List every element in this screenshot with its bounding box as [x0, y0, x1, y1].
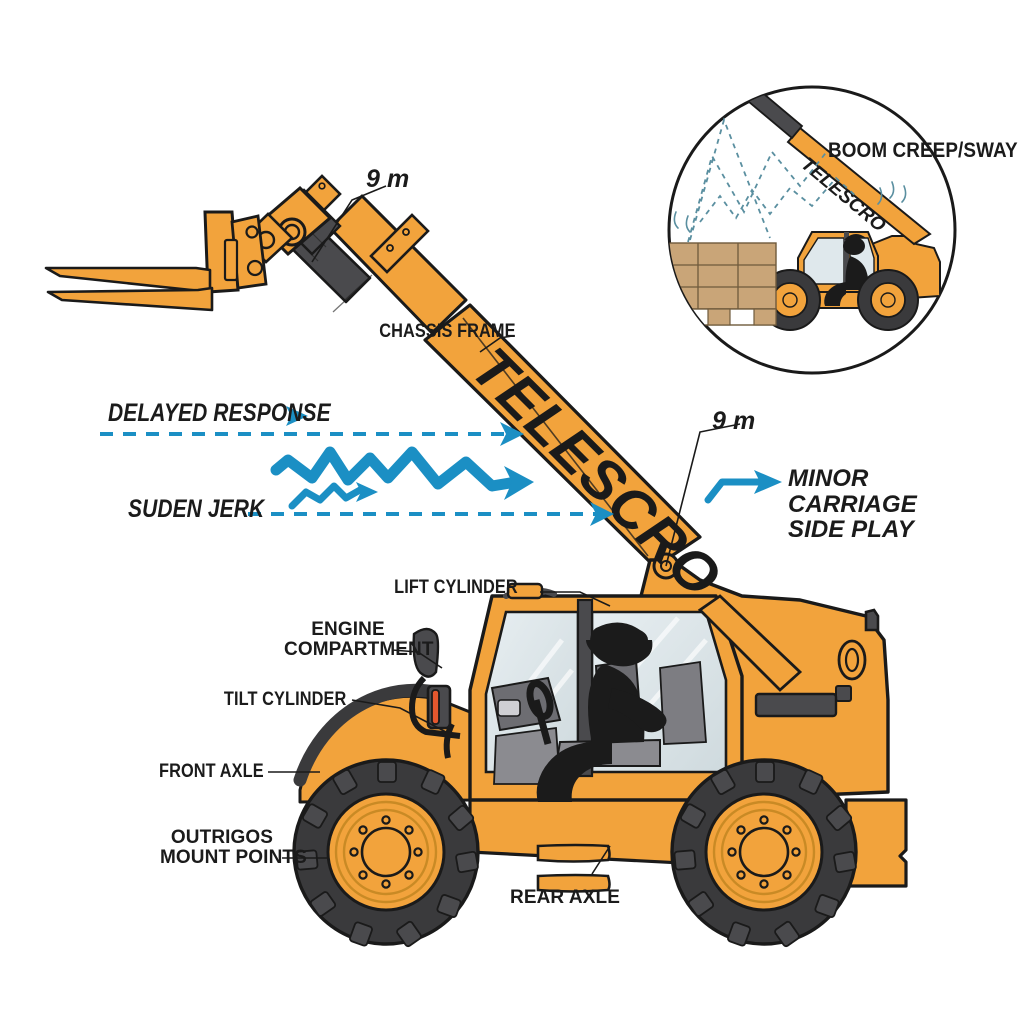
leader-rear-axle [591, 845, 611, 875]
leader-lines [268, 185, 741, 875]
outrigger-mount-lower [536, 873, 611, 893]
callout-engine-compartment: ENGINE COMPARTMENT [284, 619, 433, 661]
rear-grille [754, 692, 838, 718]
exhaust-stack [864, 608, 880, 632]
inset-sway-lines [687, 117, 859, 243]
leader-engine-compartment [391, 649, 443, 669]
tilt-cylinder-hose [443, 722, 455, 759]
boom-text-telescro: TELESCRO [459, 335, 734, 610]
side-play-line3: SIDE PLAY [788, 516, 914, 544]
operator-cab [408, 582, 744, 802]
leader-dim-right [665, 423, 741, 567]
annotation-delayed-response: DELAYED RESPONSE [108, 399, 331, 427]
boom-creep-inset-graphic: TELESCRO [667, 85, 957, 375]
side-mirror [408, 627, 461, 739]
motion-annotation-graphics [100, 406, 782, 526]
jerk-waveform-large [270, 446, 522, 492]
jerk-waveform-arrowhead [504, 466, 534, 500]
annotation-minor-carriage-side-play: MINOR CARRIAGE SIDE PLAY [788, 466, 917, 543]
callout-front-axle: FRONT AXLE [159, 761, 264, 782]
callout-outrigger-mount-points: OUTRIGOS MOUNT POINTS [160, 827, 307, 869]
leader-dim-top [311, 185, 387, 263]
counterweight [844, 798, 908, 888]
leader-tilt-cylinder [351, 699, 447, 733]
boom-collars [369, 213, 430, 274]
leader-lift-cylinder [540, 591, 611, 607]
callout-outrigger-line2: MOUNT POINTS [160, 847, 307, 869]
inset-motion-ticks [673, 181, 907, 233]
jerk-waveform-small [288, 482, 364, 510]
annotation-suden-jerk: SUDEN JERK [128, 495, 265, 523]
rear-wheel-lugs [727, 815, 801, 889]
suden-jerk-arrowhead [590, 502, 614, 526]
side-play-arrowhead [754, 470, 782, 494]
roof-work-light [506, 582, 544, 600]
dash-gauge [497, 699, 521, 717]
operator-arm [608, 688, 667, 733]
callout-lift-cylinder: LIFT CYLINDER [394, 577, 518, 598]
side-play-line1: MINOR [788, 465, 869, 492]
callout-chassis-frame: CHASSIS FRAME [379, 321, 516, 342]
callout-rear-axle: REAR AXLE [510, 887, 620, 908]
steering-wheel [526, 680, 554, 720]
dimension-label-top: 9 m [366, 165, 410, 193]
boom-support-strut [697, 594, 803, 692]
boom-outer-section [423, 303, 702, 569]
operator-silhouette [536, 622, 667, 802]
front-mudguard [293, 683, 451, 787]
side-play-line2: CARRIAGE [788, 490, 917, 518]
front-wheel [292, 758, 480, 948]
fork-carriage [203, 210, 268, 294]
callout-engine-compartment-line2: COMPARTMENT [284, 639, 434, 661]
callout-engine-compartment-line1: ENGINE [311, 619, 385, 640]
boom-brand-text: TELESCRO [459, 335, 734, 610]
leader-chassis-frame [479, 335, 513, 353]
callout-tilt-cylinder: TILT CYLINDER [223, 689, 346, 710]
forks [44, 266, 214, 312]
dimension-label-right: 9 m [712, 407, 756, 435]
operator-legs [536, 742, 612, 802]
side-play-arrow-shaft [704, 478, 764, 504]
beacon-lens [431, 689, 440, 725]
rear-access-port [835, 685, 852, 702]
operator-head [586, 640, 653, 667]
rear-tire-tread [673, 761, 857, 948]
jerk-waveform-small-arrowhead [356, 482, 378, 502]
rear-seat-panel [659, 660, 707, 745]
hard-hat [590, 622, 648, 642]
steering-column [532, 699, 552, 745]
front-wheel-lugs [349, 815, 423, 889]
inset-pallet-load [669, 242, 777, 326]
delayed-response-arrowhead [500, 422, 524, 446]
delayed-response-inline-arrow [286, 406, 308, 426]
rear-wheel [670, 758, 858, 948]
callout-outrigger-line1: OUTRIGOS [170, 827, 274, 848]
outrigger-mount-upper [536, 843, 611, 863]
inset-title-boom-creep-sway: BOOM CREEP/SWAY [828, 139, 1018, 162]
front-tire-tread [295, 761, 479, 948]
